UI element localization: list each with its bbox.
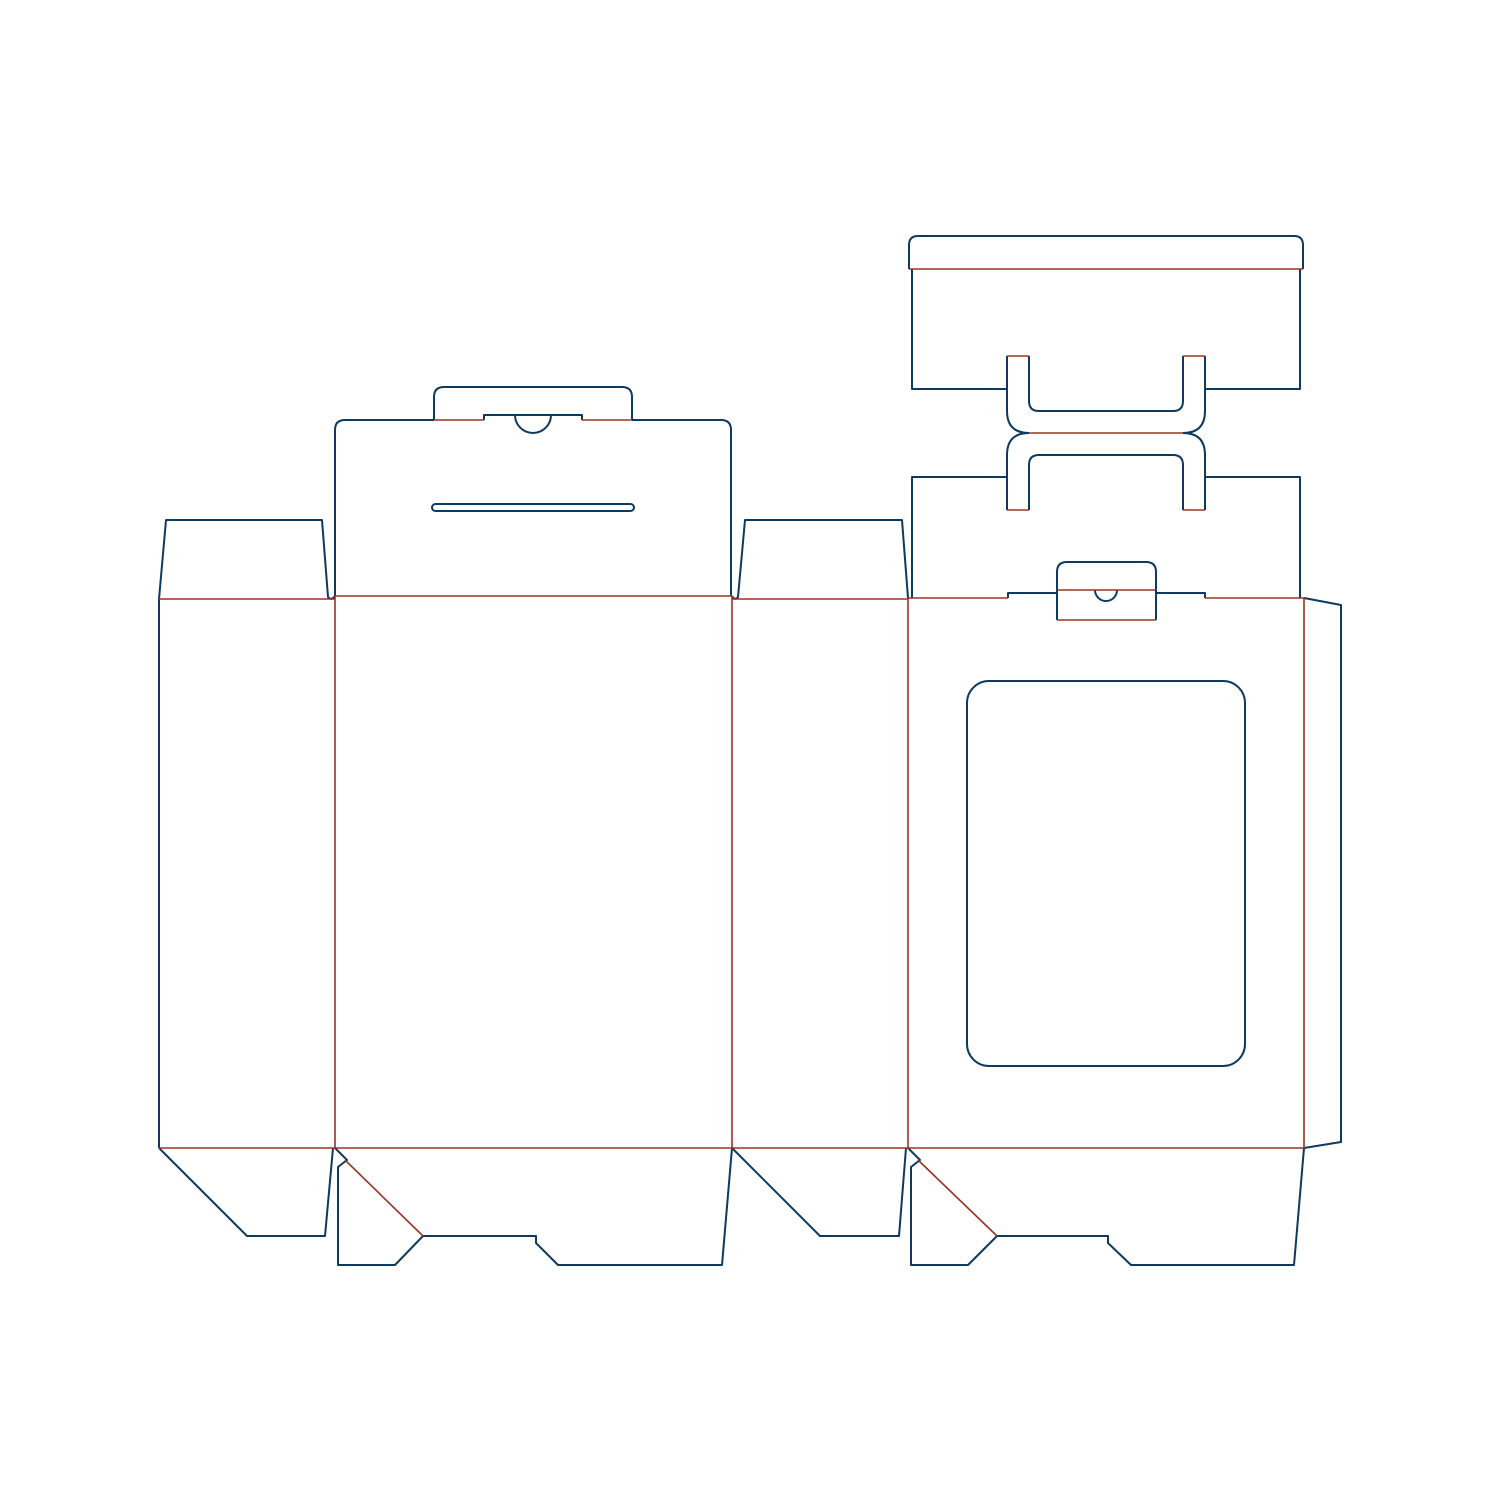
right-dust-flap-top (731, 519, 909, 600)
left-dust-flap-top (158, 519, 336, 600)
front-tuck-tab (433, 386, 633, 420)
front-tuck-flap (334, 414, 732, 596)
glue-flap (1303, 597, 1342, 1149)
hanger-slot (431, 503, 635, 512)
display-window (966, 680, 1246, 1067)
thumb-notch (514, 414, 552, 434)
back-top-flap (911, 476, 1301, 598)
top-lid-tuck (908, 235, 1304, 269)
front-bottom-diagonal-fold (344, 1159, 424, 1237)
front-bottom-flap (334, 1147, 733, 1266)
left-bottom-flap (158, 1147, 334, 1237)
top-lid-panel (911, 269, 1301, 390)
handle-end-fold (1007, 355, 1205, 511)
handle-lower-half (1006, 432, 1206, 510)
handle-upper-half (1006, 356, 1206, 434)
back-bottom-diagonal-fold (917, 1159, 998, 1237)
right-side-bottom-flap (731, 1147, 907, 1237)
lock-tab-notch (1094, 589, 1118, 602)
lock-tab (1056, 561, 1157, 620)
